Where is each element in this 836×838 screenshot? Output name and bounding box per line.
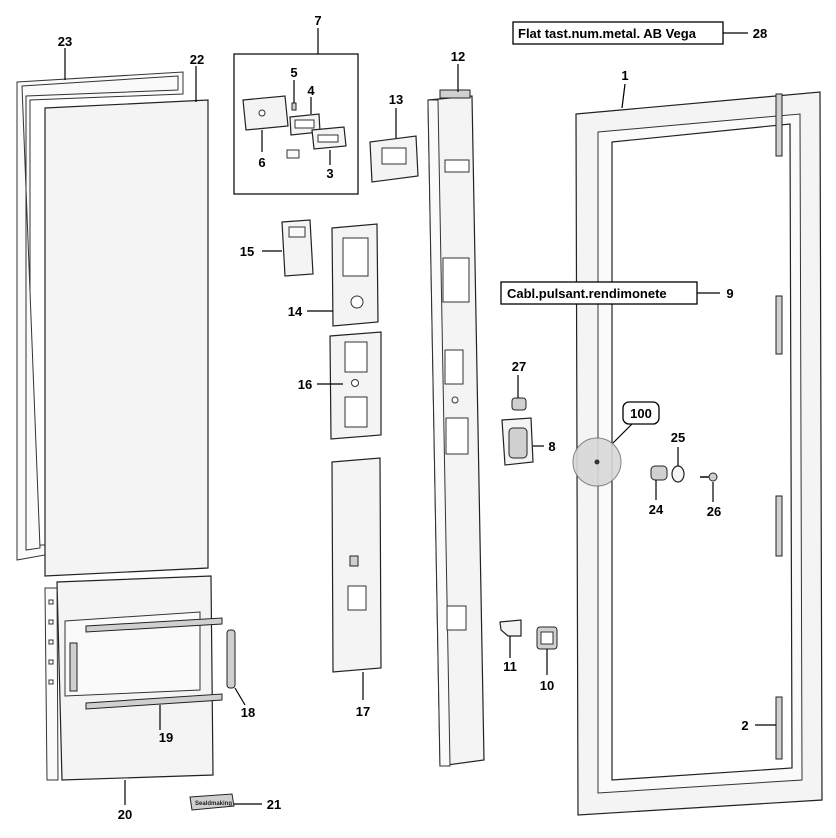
label-9-box: Cabl.pulsant.rendimonete (500, 281, 720, 305)
part-number-25: 25 (671, 430, 685, 445)
part-number-5: 5 (290, 65, 297, 80)
part-number-6: 6 (258, 155, 265, 170)
part-number-24: 24 (649, 502, 664, 517)
part-5-screw (291, 80, 297, 111)
part-13-plate (369, 108, 419, 183)
part-2-hinges (755, 93, 783, 760)
part-21-decal: Sealdmaking (189, 793, 262, 811)
part-1-door-frame (575, 83, 823, 816)
part-19-handle-bars (85, 617, 223, 730)
part-12-vertical-profile (427, 64, 485, 767)
part-number-20: 20 (118, 807, 132, 822)
part-22-front-panel (44, 66, 209, 577)
part-11-clip (499, 619, 522, 658)
label-28-text: Flat tast.num.metal. AB Vega (518, 26, 697, 41)
part-number-16: 16 (298, 377, 312, 392)
callout-100: 100 (572, 401, 660, 487)
part-27-button (511, 375, 527, 411)
part-number-13: 13 (389, 92, 403, 107)
part-number-11: 11 (503, 659, 517, 674)
part-10-reader (536, 626, 558, 675)
part-7-lock-assembly-group (233, 28, 359, 195)
part-20-lower-panel (44, 575, 214, 805)
part-number-7: 7 (314, 13, 321, 28)
part-number-labels: 1 2 3 4 5 6 7 8 9 10 11 12 13 14 15 16 1… (58, 13, 767, 822)
part-3-bracket (311, 126, 347, 165)
part-15-module (262, 219, 314, 277)
part-number-3: 3 (326, 166, 333, 181)
part-number-9: 9 (726, 286, 733, 301)
part-14-display-plate (307, 223, 379, 327)
part-20-holes (48, 599, 54, 685)
part-number-1: 1 (621, 68, 628, 83)
label-28-box: Flat tast.num.metal. AB Vega (512, 21, 748, 45)
part-17-mounting-plate (331, 457, 382, 700)
part-number-12: 12 (451, 49, 465, 64)
part-number-2: 2 (741, 718, 748, 733)
part-number-23: 23 (58, 34, 72, 49)
callout-100-box (622, 401, 660, 425)
label-9-text: Cabl.pulsant.rendimonete (507, 286, 667, 301)
decal-text: Sealdmaking (195, 801, 232, 807)
part-number-22: 22 (190, 52, 204, 67)
part-16-bracket-plate (317, 331, 382, 440)
part-8-keypad (501, 417, 544, 466)
part-23-door-gasket-frame (16, 48, 184, 561)
part-number-10: 10 (540, 678, 554, 693)
part-24-lock-cylinder (650, 465, 668, 500)
part-number-19: 19 (159, 730, 173, 745)
part-number-8: 8 (548, 439, 555, 454)
part-number-28: 28 (753, 26, 767, 41)
part-number-14: 14 (288, 304, 303, 319)
part-number-21: 21 (267, 797, 281, 812)
part-number-4: 4 (307, 83, 315, 98)
part-18-side-strip (226, 629, 246, 706)
part-number-18: 18 (241, 705, 255, 720)
part-number-27: 27 (512, 359, 526, 374)
part-25-rosette (671, 447, 685, 483)
part-number-26: 26 (707, 504, 721, 519)
part-number-17: 17 (356, 704, 370, 719)
part-6-lock-plate (242, 95, 289, 152)
part-number-15: 15 (240, 244, 254, 259)
callout-100-label: 100 (630, 406, 652, 421)
part-26-key (700, 472, 718, 502)
